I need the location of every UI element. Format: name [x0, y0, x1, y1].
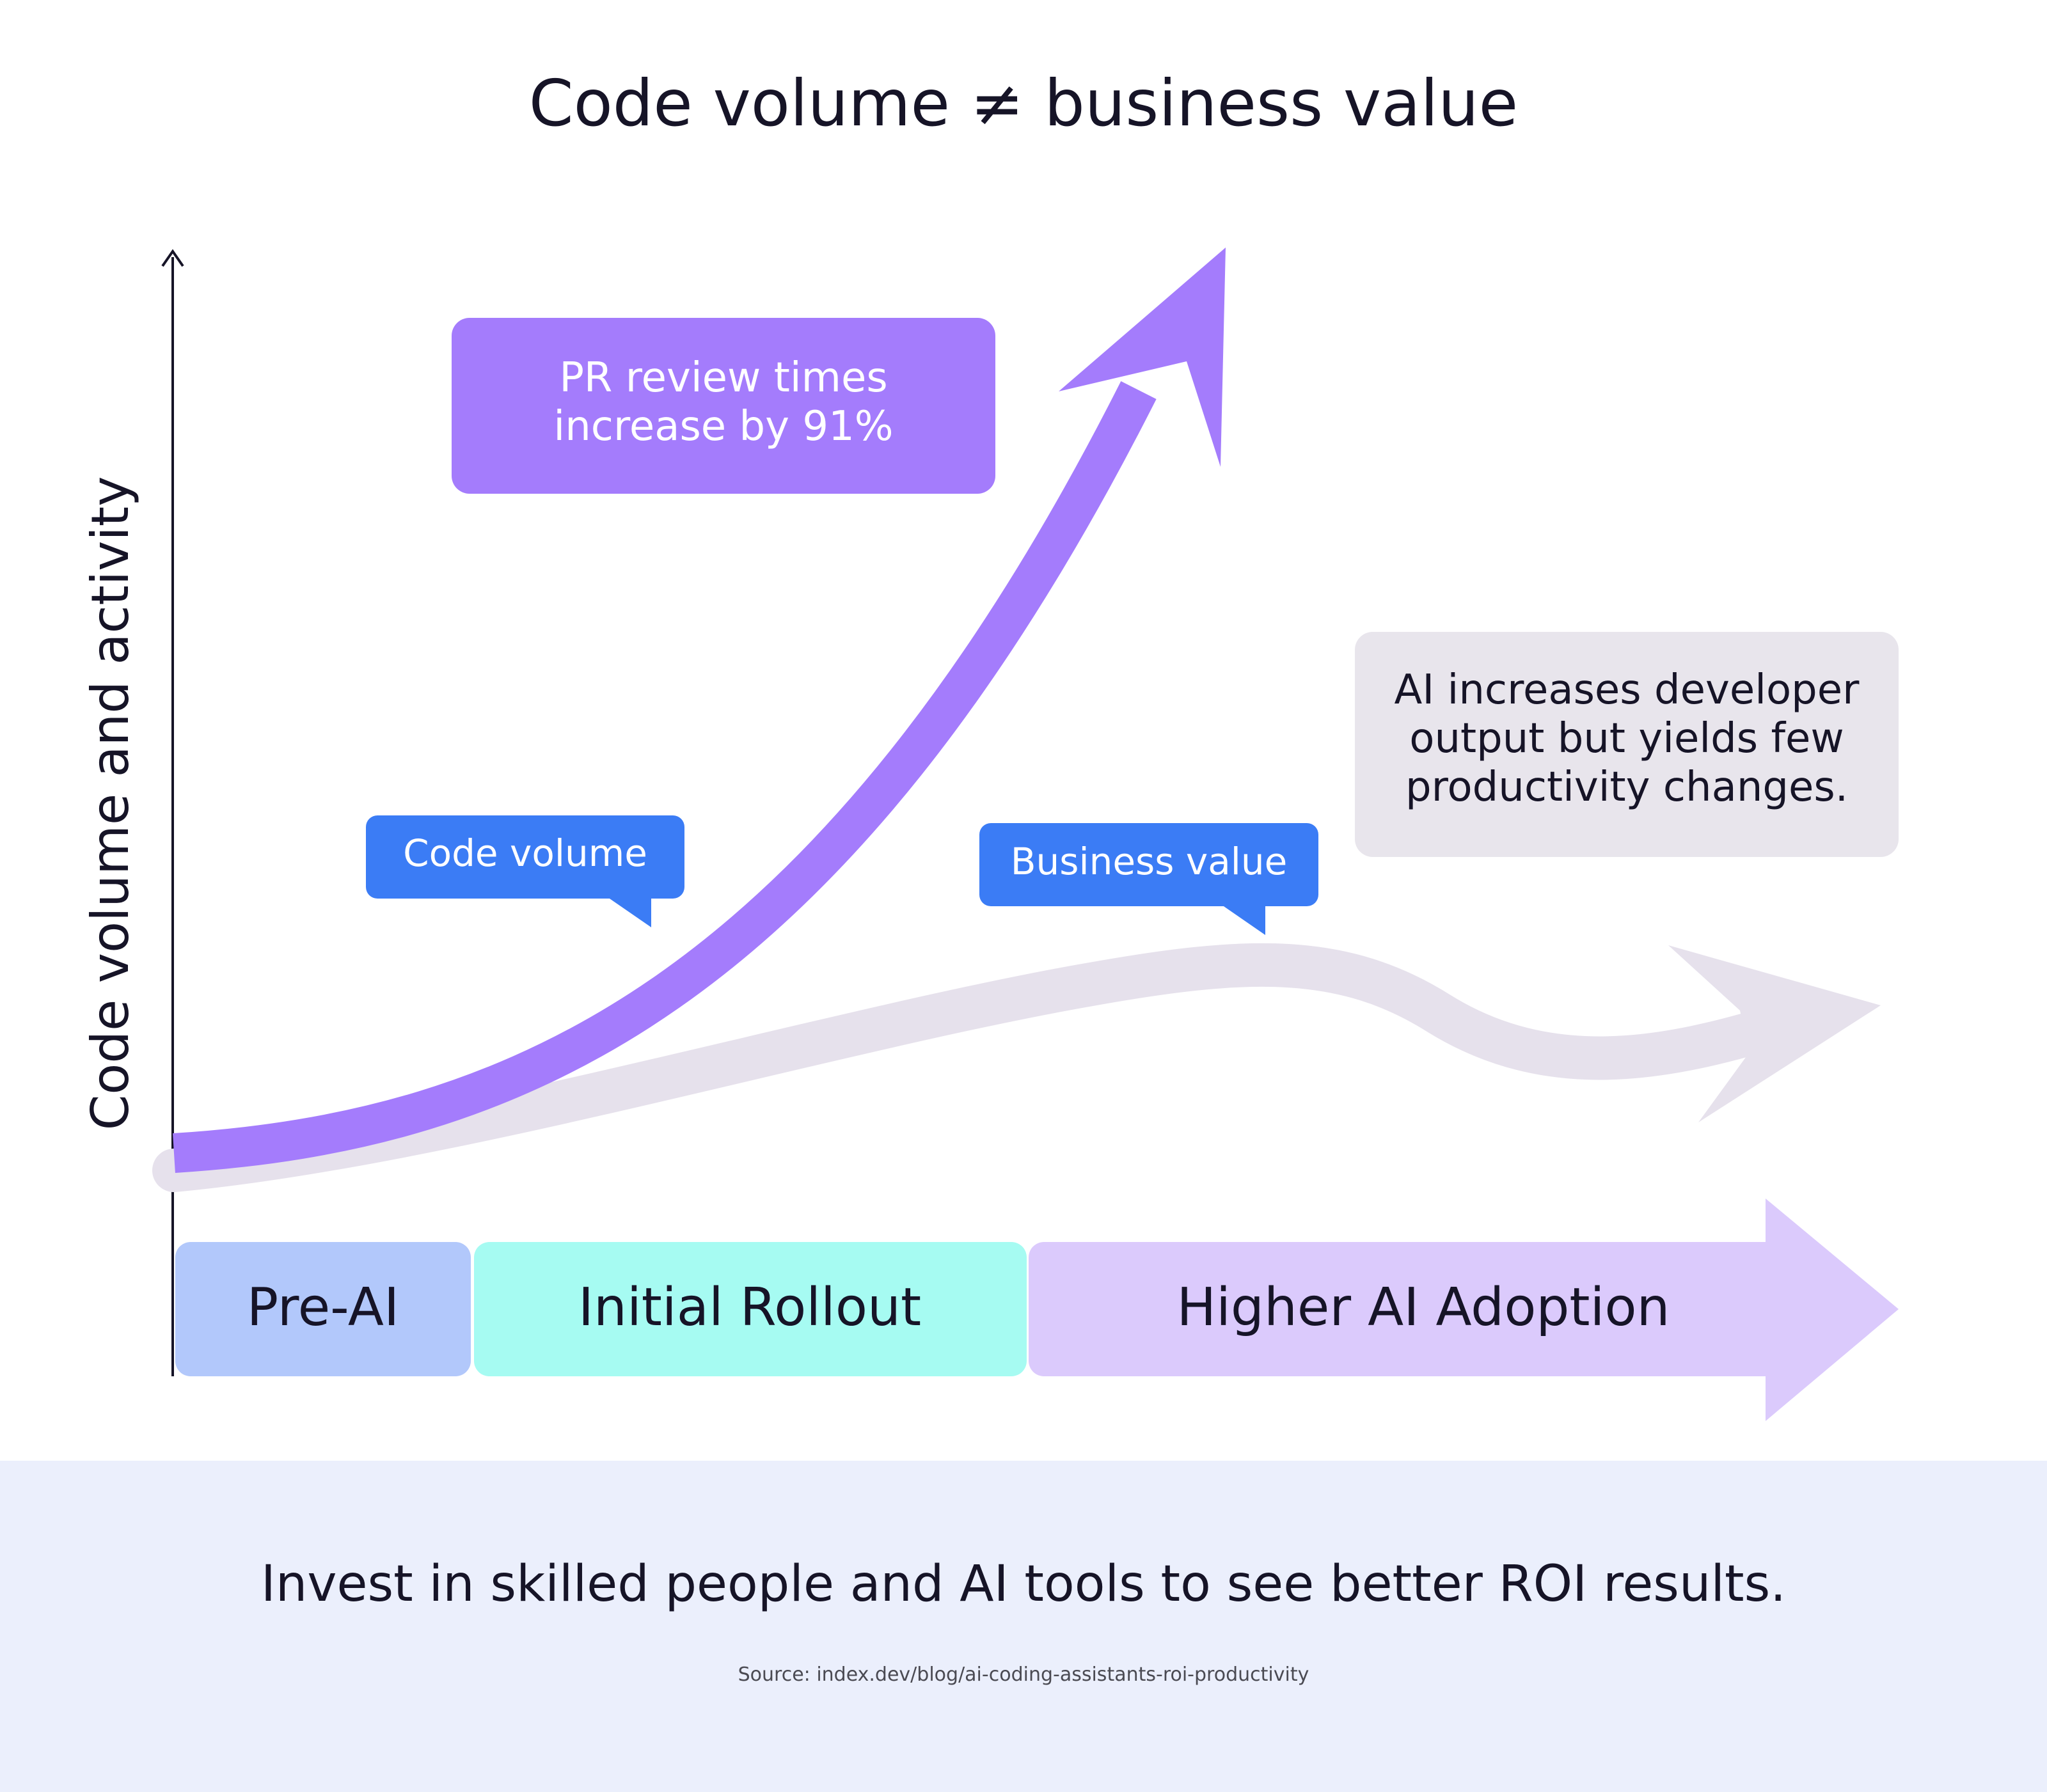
business-value-arrowhead-icon — [1668, 945, 1881, 1122]
pr-review-callout: PR review times increase by 91% — [452, 318, 995, 494]
business-value-callout: Business value — [979, 823, 1318, 935]
phase-pre-ai-label: Pre-AI — [247, 1277, 399, 1338]
footer-message: Invest in skilled people and AI tools to… — [260, 1555, 1787, 1613]
pr-review-text-line2: increase by 91% — [553, 403, 893, 450]
y-axis — [161, 249, 184, 1376]
footer-source: Source: index.dev/blog/ai-coding-assista… — [738, 1663, 1309, 1686]
business-value-bubble — [979, 823, 1318, 906]
code-volume-curve — [173, 248, 1226, 1173]
code-volume-curve-body — [173, 381, 1157, 1173]
phase-higher-ai-adoption-label: Higher AI Adoption — [1176, 1277, 1670, 1338]
pr-review-text-line1: PR review times — [559, 354, 887, 402]
ai-note-text-line1: AI increases developer — [1395, 666, 1860, 714]
business-value-bubble-tail — [1222, 905, 1265, 935]
business-value-curve — [152, 943, 1881, 1192]
phase-higher-ai-adoption — [1029, 1242, 1796, 1376]
y-axis-label: Code volume and activity — [81, 476, 140, 1131]
code-volume-bubble-tail — [608, 897, 651, 927]
business-value-label: Business value — [1011, 840, 1288, 883]
phase-bar: Pre-AI Initial Rollout Higher AI Adoptio… — [175, 1199, 1899, 1421]
ai-note-callout: AI increases developer output but yields… — [1355, 632, 1899, 857]
code-volume-bubble — [366, 815, 684, 899]
code-volume-label: Code volume — [403, 831, 647, 875]
ai-note-text-line3: productivity changes. — [1405, 764, 1848, 811]
y-axis-arrowhead-icon — [161, 249, 184, 267]
phase-initial-rollout-label: Initial Rollout — [578, 1277, 921, 1338]
phase-initial-rollout — [474, 1242, 1027, 1376]
phase-pre-ai — [175, 1242, 471, 1376]
page-title: Code volume ≠ business value — [529, 66, 1518, 141]
ai-note-text-line2: output but yields few — [1409, 715, 1844, 762]
ai-note-box — [1355, 632, 1899, 857]
code-volume-arrowhead-icon — [1059, 248, 1226, 467]
phase-arrowhead-icon — [1766, 1199, 1899, 1421]
code-volume-callout: Code volume — [366, 815, 684, 927]
diagram-canvas: Code volume ≠ business value Code volume… — [81, 66, 1899, 1421]
business-value-curve-body — [152, 943, 1806, 1192]
footer-band: Invest in skilled people and AI tools to… — [0, 1461, 2047, 1792]
pr-review-box — [452, 318, 995, 494]
